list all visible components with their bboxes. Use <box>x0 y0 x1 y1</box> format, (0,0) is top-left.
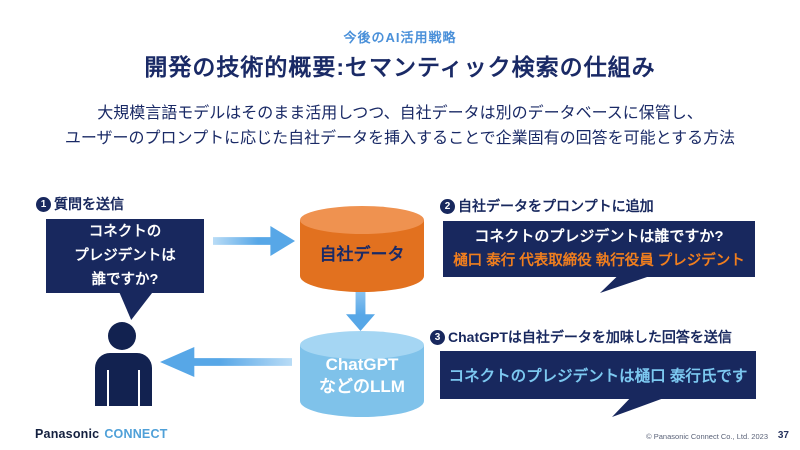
question-line-2: プレジデントは <box>74 248 176 264</box>
question-line-1: コネクトの <box>88 224 162 240</box>
logo-panasonic-text: Panasonic <box>35 427 100 441</box>
arrow-right-icon <box>213 226 295 256</box>
step2-label: 2 自社データをプロンプトに追加 <box>440 196 654 216</box>
person-icon-arm-line <box>138 370 140 406</box>
cylinder-top <box>300 331 424 359</box>
prompt-bubble-tail <box>600 276 650 293</box>
step1-label-text: 質問を送信 <box>54 196 124 212</box>
step2-label-text: 自社データをプロンプトに追加 <box>458 198 654 214</box>
llm-label: ChatGPT などのLLM <box>300 354 424 398</box>
company-data-label: 自社データ <box>319 245 405 264</box>
panasonic-connect-logo: Panasonic CONNECT <box>35 427 168 441</box>
response-speech-bubble: コネクトのプレジデントは樋口 泰行氏です <box>440 351 756 399</box>
response-bubble-tail <box>612 398 664 417</box>
person-icon-body <box>95 353 152 406</box>
logo-connect-text: CONNECT <box>104 427 168 441</box>
step2-number-icon: 2 <box>440 198 455 214</box>
llm-label-line-2: などのLLM <box>319 377 405 396</box>
prompt-speech-bubble: コネクトのプレジデントは誰ですか? 樋口 泰行 代表取締役 執行役員 プレジデン… <box>443 221 755 277</box>
question-speech-bubble: コネクトの プレジデントは 誰ですか? <box>46 219 204 293</box>
prompt-question-text: コネクトのプレジデントは誰ですか? <box>474 228 724 245</box>
arrow-left-icon <box>160 347 292 377</box>
llm-label-line-1: ChatGPT <box>325 355 399 374</box>
llm-cylinder: ChatGPT などのLLM <box>300 331 424 417</box>
question-bubble-tail <box>119 292 153 320</box>
person-icon-arm-line <box>107 370 109 406</box>
page-title: 開発の技術的概要:セマンティック検索の仕組み <box>144 54 656 80</box>
prompt-answer-text: 樋口 泰行 代表取締役 執行役員 プレジデント <box>453 253 745 269</box>
response-text: コネクトのプレジデントは樋口 泰行氏です <box>448 368 748 385</box>
arrow-down-icon <box>346 291 375 331</box>
question-line-3: 誰ですか? <box>91 272 159 288</box>
step3-number-icon: 3 <box>430 329 445 345</box>
step3-label: 3 ChatGPTは自社データを加味した回答を送信 <box>430 327 732 347</box>
eyebrow-label: 今後のAI活用戦略 <box>343 30 457 45</box>
step1-label: 1 質問を送信 <box>36 194 124 214</box>
description: 大規模言語モデルはそのまま活用しつつ、自社データは別のデータベースに保管し、 ユ… <box>0 101 800 151</box>
step3-label-text: ChatGPTは自社データを加味した回答を送信 <box>448 329 732 345</box>
description-line-2: ユーザーのプロンプトに応じた自社データを挿入することで企業固有の回答を可能とする… <box>64 130 736 147</box>
person-icon <box>108 322 136 350</box>
cylinder-top <box>300 206 424 234</box>
step1-number-icon: 1 <box>36 196 51 212</box>
company-data-cylinder: 自社データ <box>300 206 424 292</box>
description-line-1: 大規模言語モデルはそのまま活用しつつ、自社データは別のデータベースに保管し、 <box>97 105 703 122</box>
page-number: 37 <box>777 430 789 441</box>
copyright-text: © Panasonic Connect Co., Ltd. 2023 <box>646 432 768 441</box>
